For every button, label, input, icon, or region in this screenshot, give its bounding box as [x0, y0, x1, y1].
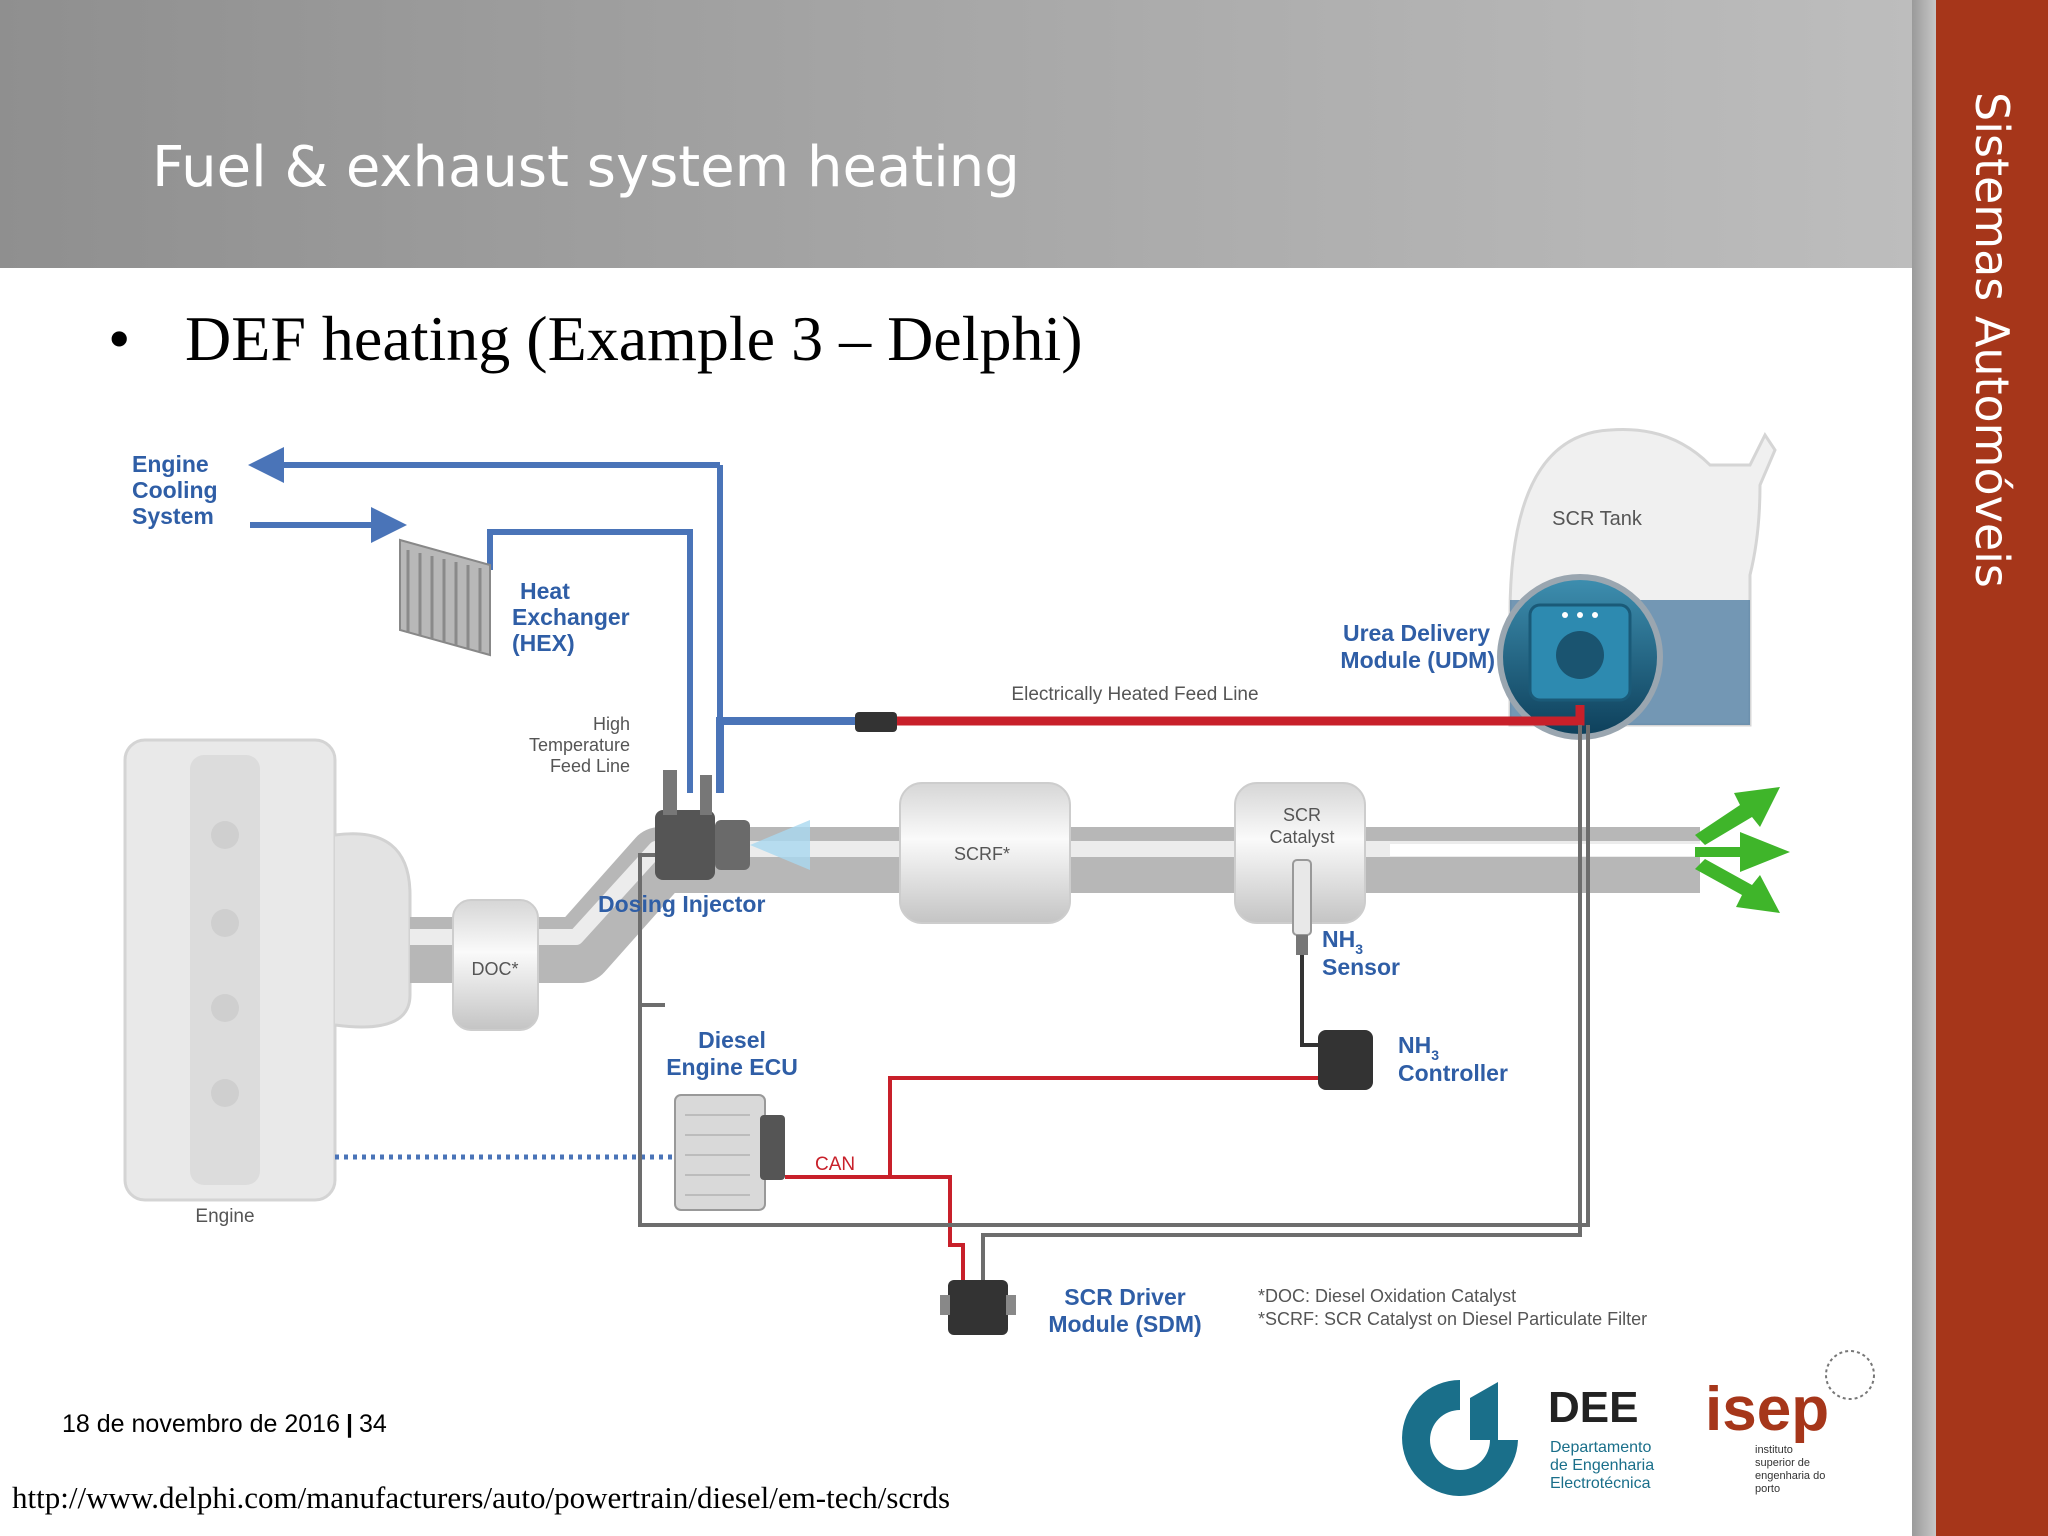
footer-date-text: 18 de novembro de 2016 — [62, 1410, 340, 1438]
title-bar — [0, 0, 1912, 268]
sidebar — [1936, 0, 2048, 1536]
engine-label: Engine — [195, 1206, 254, 1227]
dee-logo-line-2: de Engenharia — [1550, 1457, 1654, 1474]
udm-label-2: Module (UDM) — [1340, 647, 1495, 673]
diesel-ecu-label-1: Diesel — [698, 1027, 766, 1053]
dosing-injector-label: Dosing Injector — [598, 891, 765, 917]
isep-logo-line-2: superior de — [1755, 1457, 1810, 1469]
hex-label-3: (HEX) — [512, 630, 575, 656]
scr-catalyst-label-2: Catalyst — [1269, 827, 1334, 847]
def-heating-diagram: Engine DOC* SCRF* SCR Catalyst SCR Tank — [123, 427, 1790, 1337]
scr-catalyst-label-1: SCR — [1283, 805, 1321, 825]
dee-logo-line-3: Electrotécnica — [1550, 1475, 1651, 1492]
high-temp-feed-label-2: Temperature — [529, 735, 630, 755]
footnote-scrf: *SCRF: SCR Catalyst on Diesel Particulat… — [1258, 1309, 1647, 1329]
dosing-injector — [638, 770, 810, 1007]
nh3-controller-subscript: 3 — [1431, 1047, 1439, 1063]
footnote-doc: *DOC: Diesel Oxidation Catalyst — [1258, 1286, 1516, 1306]
nh3-controller — [1318, 1030, 1373, 1090]
sidebar-divider — [1912, 0, 1936, 1536]
udm-label-1: Urea Delivery — [1343, 620, 1490, 646]
slide-title: Fuel & exhaust system heating — [152, 135, 1020, 200]
hex-label-2: Exchanger — [512, 604, 630, 630]
scr-tank-label: SCR Tank — [1552, 508, 1643, 530]
bullet-marker: • — [108, 303, 131, 374]
isep-logo-line-3: engenharia do — [1755, 1470, 1825, 1482]
can-wiring — [785, 1076, 1318, 1280]
scrf-filter — [899, 782, 1071, 924]
sidebar-title: Sistemas Automóveis — [1965, 92, 2019, 588]
exhaust-outlet-arrows — [1695, 787, 1790, 913]
scr-driver-module — [940, 1280, 1016, 1335]
page-number: 34 — [359, 1410, 387, 1438]
engine-cooling-label-1: Engine — [132, 451, 209, 477]
nh3-sensor-label-2: Sensor — [1322, 954, 1400, 980]
sdm-label-2: Module (SDM) — [1048, 1311, 1201, 1337]
nh3-sensor-subscript: 3 — [1355, 941, 1363, 957]
can-label: CAN — [815, 1154, 855, 1175]
coolant-lines — [248, 447, 855, 793]
slide-subtitle: DEF heating (Example 3 – Delphi) — [185, 303, 1083, 374]
hex-label-1: Heat — [520, 578, 570, 604]
scrf-label: SCRF* — [954, 844, 1010, 864]
feed-line-connector — [855, 712, 897, 732]
nh3-controller-label-1: NH3 — [1398, 1032, 1439, 1063]
diesel-engine-ecu — [674, 1094, 785, 1211]
dee-logo: DEE Departamento de Engenharia Electroté… — [1402, 1380, 1654, 1496]
heat-exchanger — [399, 538, 491, 657]
footer-separator: | — [346, 1410, 353, 1438]
nh3-controller-nh: NH — [1398, 1032, 1431, 1058]
high-temp-feed-label-1: High — [593, 714, 630, 734]
wiring-harness — [638, 725, 1590, 1280]
heated-feed-line — [870, 705, 1585, 726]
isep-logo-name: isep — [1705, 1375, 1829, 1444]
source-url: http://www.delphi.com/manufacturers/auto… — [12, 1480, 951, 1515]
diesel-ecu-label-2: Engine ECU — [666, 1054, 798, 1080]
doc-label: DOC* — [471, 959, 518, 979]
nh3-sensor-label-1: NH3 — [1322, 926, 1363, 957]
engine-cooling-label-2: Cooling — [132, 477, 218, 503]
isep-logo-line-4: porto — [1755, 1483, 1780, 1495]
dee-logo-name: DEE — [1548, 1383, 1638, 1432]
doc-catalyst — [452, 899, 539, 1031]
high-temp-feed-label-3: Feed Line — [550, 756, 630, 776]
nh3-sensor-nh: NH — [1322, 926, 1355, 952]
isep-logo: isep instituto superior de engenharia do… — [1705, 1350, 1875, 1495]
engine-cooling-label-3: System — [132, 503, 214, 529]
nh3-sensor — [1292, 859, 1318, 1047]
nh3-controller-label-2: Controller — [1398, 1060, 1508, 1086]
isep-logo-line-1: instituto — [1755, 1444, 1793, 1456]
dee-logo-line-1: Departamento — [1550, 1439, 1651, 1456]
sdm-label-1: SCR Driver — [1064, 1284, 1185, 1310]
heated-feed-line-label: Electrically Heated Feed Line — [1011, 684, 1258, 705]
engine — [123, 738, 412, 1202]
footer-date: 18 de novembro de 2016|34 — [62, 1410, 387, 1439]
